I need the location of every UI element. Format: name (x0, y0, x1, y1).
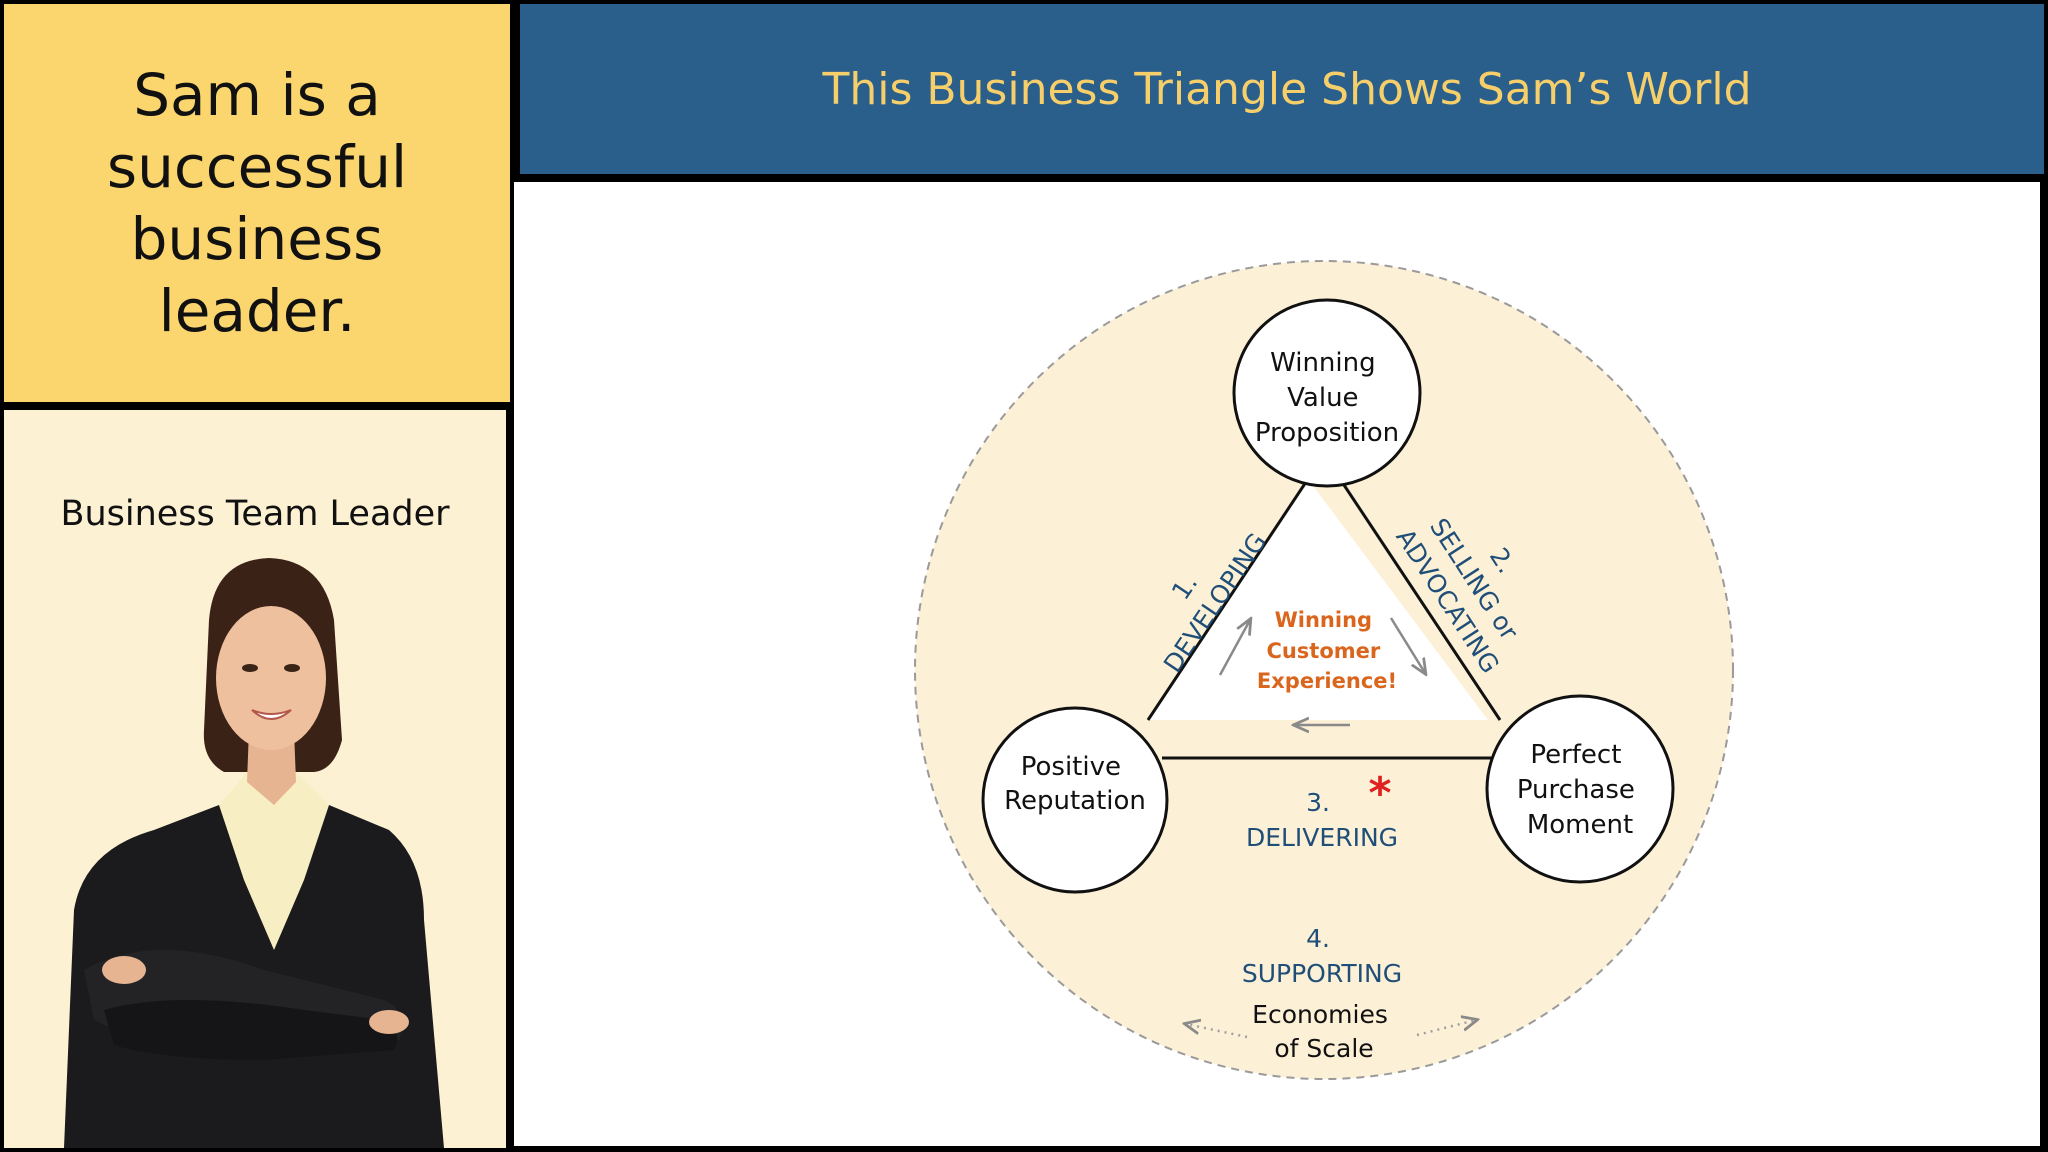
asterisk-marker: * (1368, 768, 1391, 819)
edge-developing (1146, 478, 1310, 721)
headline-text: Sam is a successful business leader. (106, 61, 408, 345)
business-woman-photo (64, 558, 444, 1148)
header-title: This Business Triangle Shows Sam’s World (822, 63, 1752, 115)
node-top-label: Winning Value Proposition (1255, 348, 1399, 448)
edge-selling (1338, 478, 1502, 721)
node-left-circle (981, 706, 1169, 894)
business-triangle-diagram: Winning Value Proposition Positive Reput… (914, 260, 1734, 1080)
arrow-up-left-icon (1218, 620, 1250, 676)
economies-label: Economies of Scale (1252, 1000, 1396, 1063)
node-right-circle (1485, 694, 1675, 884)
scale-arrow-right-icon (1416, 1020, 1476, 1037)
node-left-label: Positive Reputation (1004, 752, 1146, 816)
node-top-circle (1232, 298, 1422, 488)
node-right-label: Perfect Purchase Moment (1517, 740, 1643, 840)
step-supporting-label: 4. SUPPORTING (1242, 924, 1402, 988)
center-label: Winning Customer Experience! (1257, 608, 1397, 693)
arrow-down-right-icon (1389, 617, 1425, 673)
profile-panel: Business Team Leader (4, 410, 506, 1148)
triangle-interior (1148, 479, 1488, 720)
step-delivering-label: 3. DELIVERING (1246, 788, 1398, 852)
role-label: Business Team Leader (60, 494, 450, 534)
headline-panel: Sam is a successful business leader. (4, 4, 510, 402)
diagram-panel: Winning Value Proposition Positive Reput… (514, 182, 2040, 1146)
header-bar: This Business Triangle Shows Sam’s World (520, 4, 2044, 174)
